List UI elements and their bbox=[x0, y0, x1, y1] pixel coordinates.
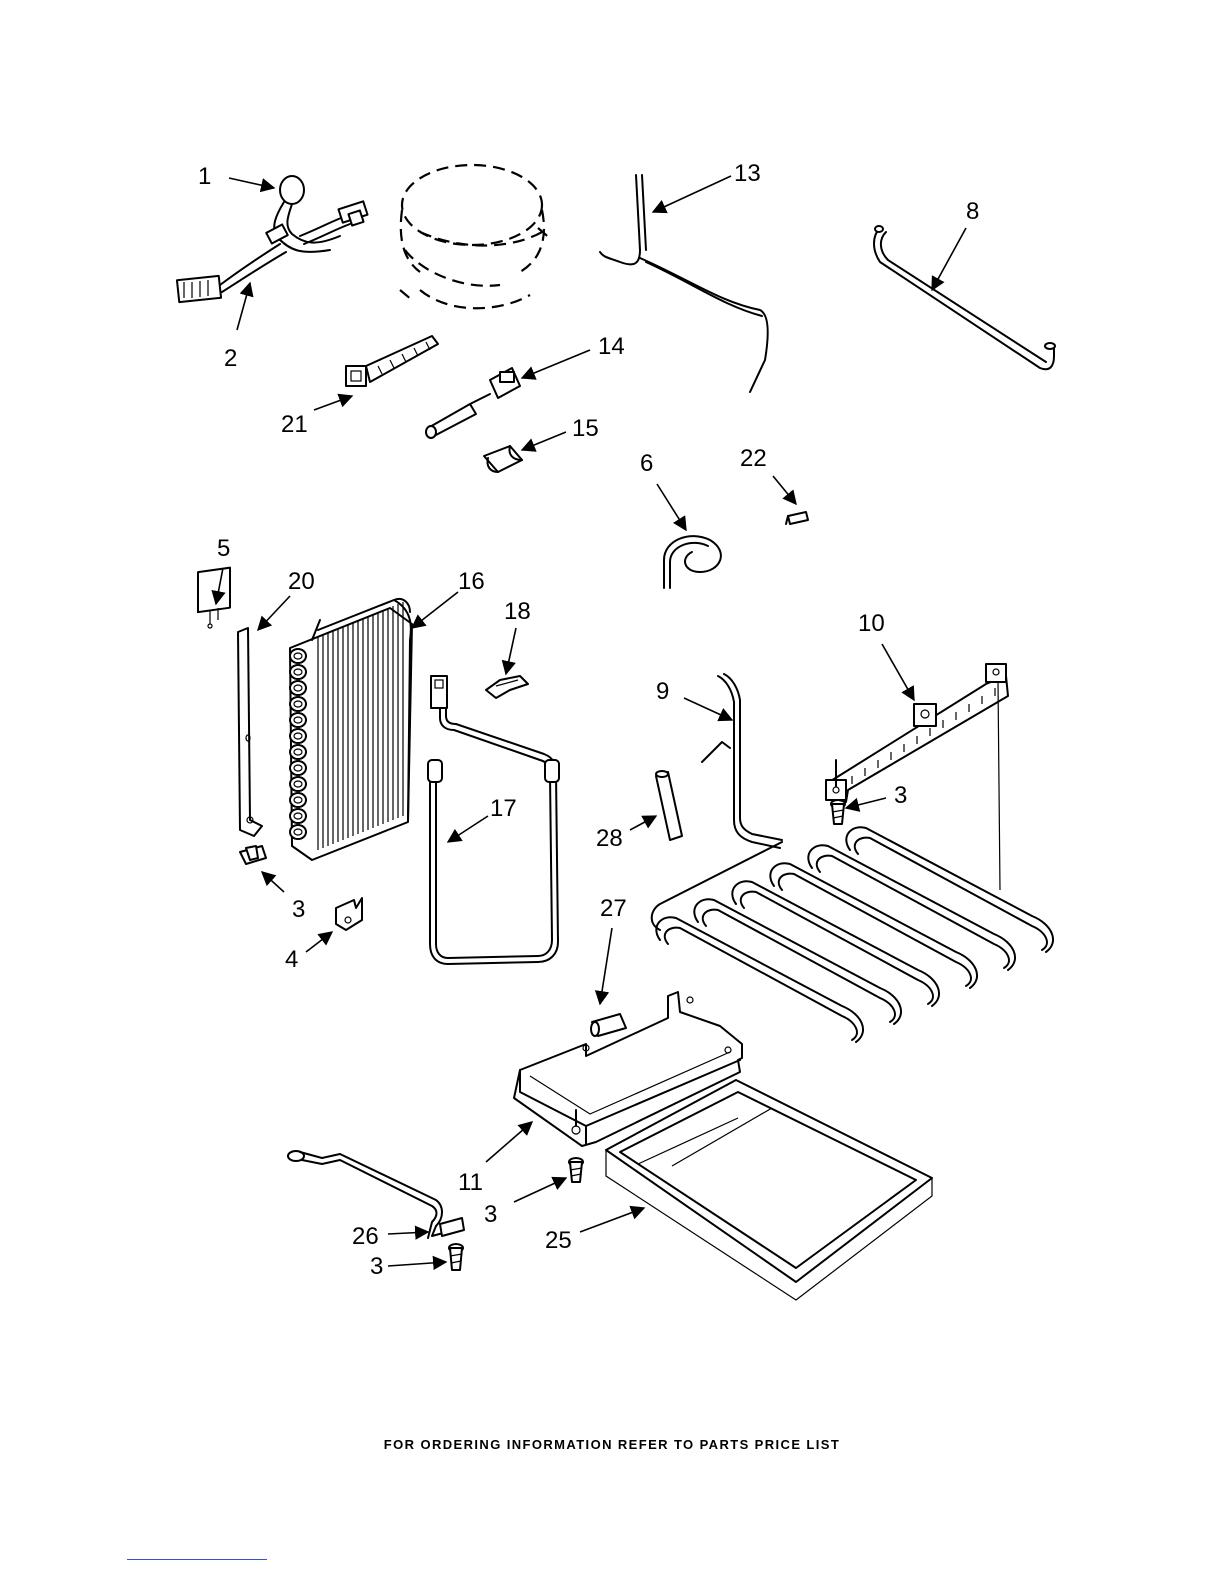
leader-8 bbox=[932, 228, 966, 290]
screw-part-b bbox=[831, 800, 845, 824]
callout-28: 28 bbox=[596, 825, 623, 852]
callout-20: 20 bbox=[288, 568, 315, 595]
leader-9 bbox=[684, 698, 732, 720]
leader-3a bbox=[846, 798, 886, 808]
screw-part-a bbox=[240, 846, 266, 864]
leader-4 bbox=[306, 932, 332, 952]
thermistor-part bbox=[426, 368, 520, 438]
callout-22: 22 bbox=[740, 445, 767, 472]
compressor-reference-outline bbox=[400, 165, 552, 308]
callout-15: 15 bbox=[572, 415, 599, 442]
callout-9: 9 bbox=[656, 678, 669, 705]
callout-3-a: 3 bbox=[894, 782, 907, 809]
leader-28 bbox=[630, 816, 656, 830]
leader-1 bbox=[229, 178, 274, 188]
leader-14 bbox=[522, 350, 590, 378]
leader-25 bbox=[580, 1208, 644, 1232]
leader-2 bbox=[237, 283, 250, 330]
leader-20 bbox=[258, 596, 290, 630]
callout-17: 17 bbox=[490, 795, 517, 822]
callout-1: 1 bbox=[198, 163, 211, 190]
small-bracket-part bbox=[336, 898, 362, 930]
ordering-info-footer: FOR ORDERING INFORMATION REFER TO PARTS … bbox=[0, 1437, 1224, 1452]
tube-part-8 bbox=[874, 226, 1055, 369]
leader-16 bbox=[412, 592, 458, 628]
callout-3-c: 3 bbox=[484, 1201, 497, 1228]
leader-18 bbox=[506, 628, 516, 674]
leader-26 bbox=[388, 1232, 428, 1234]
callout-6: 6 bbox=[640, 450, 653, 477]
callout-27: 27 bbox=[600, 895, 627, 922]
callout-3-b: 3 bbox=[292, 896, 305, 923]
callout-2: 2 bbox=[224, 345, 237, 372]
leader-3b bbox=[262, 872, 284, 892]
callout-25: 25 bbox=[545, 1227, 572, 1254]
callout-4: 4 bbox=[285, 946, 298, 973]
leader-27 bbox=[600, 928, 612, 1004]
callout-3-d: 3 bbox=[370, 1253, 383, 1280]
screw-part-d bbox=[449, 1244, 463, 1270]
cable-tie-part bbox=[346, 336, 438, 386]
leader-10 bbox=[882, 644, 914, 700]
bracket-strip-part bbox=[238, 628, 262, 836]
callout-16: 16 bbox=[458, 568, 485, 595]
leader-6 bbox=[657, 484, 686, 530]
tube-part-13 bbox=[600, 175, 768, 392]
leader-3c bbox=[514, 1178, 566, 1202]
label-part bbox=[198, 568, 230, 628]
leader-21 bbox=[314, 396, 352, 410]
leader-3d bbox=[388, 1262, 446, 1266]
callout-10: 10 bbox=[858, 610, 885, 637]
clip-part-22 bbox=[786, 512, 808, 524]
evaporator-part bbox=[290, 599, 412, 860]
screw-part-c bbox=[569, 1158, 583, 1182]
leader-15 bbox=[522, 432, 566, 450]
tube-sleeve-part bbox=[656, 771, 682, 840]
callout-5: 5 bbox=[217, 535, 230, 562]
defrost-heater-part bbox=[652, 674, 1053, 1042]
tube-part-27 bbox=[591, 1014, 626, 1036]
clip-part-18 bbox=[486, 676, 528, 698]
tube-coil-part bbox=[664, 536, 721, 588]
leader-13 bbox=[653, 176, 731, 212]
callout-21: 21 bbox=[281, 411, 308, 438]
wiring-harness-part bbox=[177, 176, 368, 302]
clip-part-15 bbox=[484, 446, 522, 472]
callout-8: 8 bbox=[966, 198, 979, 225]
callout-14: 14 bbox=[598, 333, 625, 360]
bottom-rule bbox=[127, 1559, 267, 1560]
leader-22 bbox=[773, 476, 796, 504]
leader-11 bbox=[486, 1122, 532, 1162]
callout-26: 26 bbox=[352, 1223, 379, 1250]
leader-17 bbox=[448, 816, 488, 842]
callout-13: 13 bbox=[734, 160, 761, 187]
callout-18: 18 bbox=[504, 598, 531, 625]
callout-11: 11 bbox=[458, 1169, 483, 1196]
